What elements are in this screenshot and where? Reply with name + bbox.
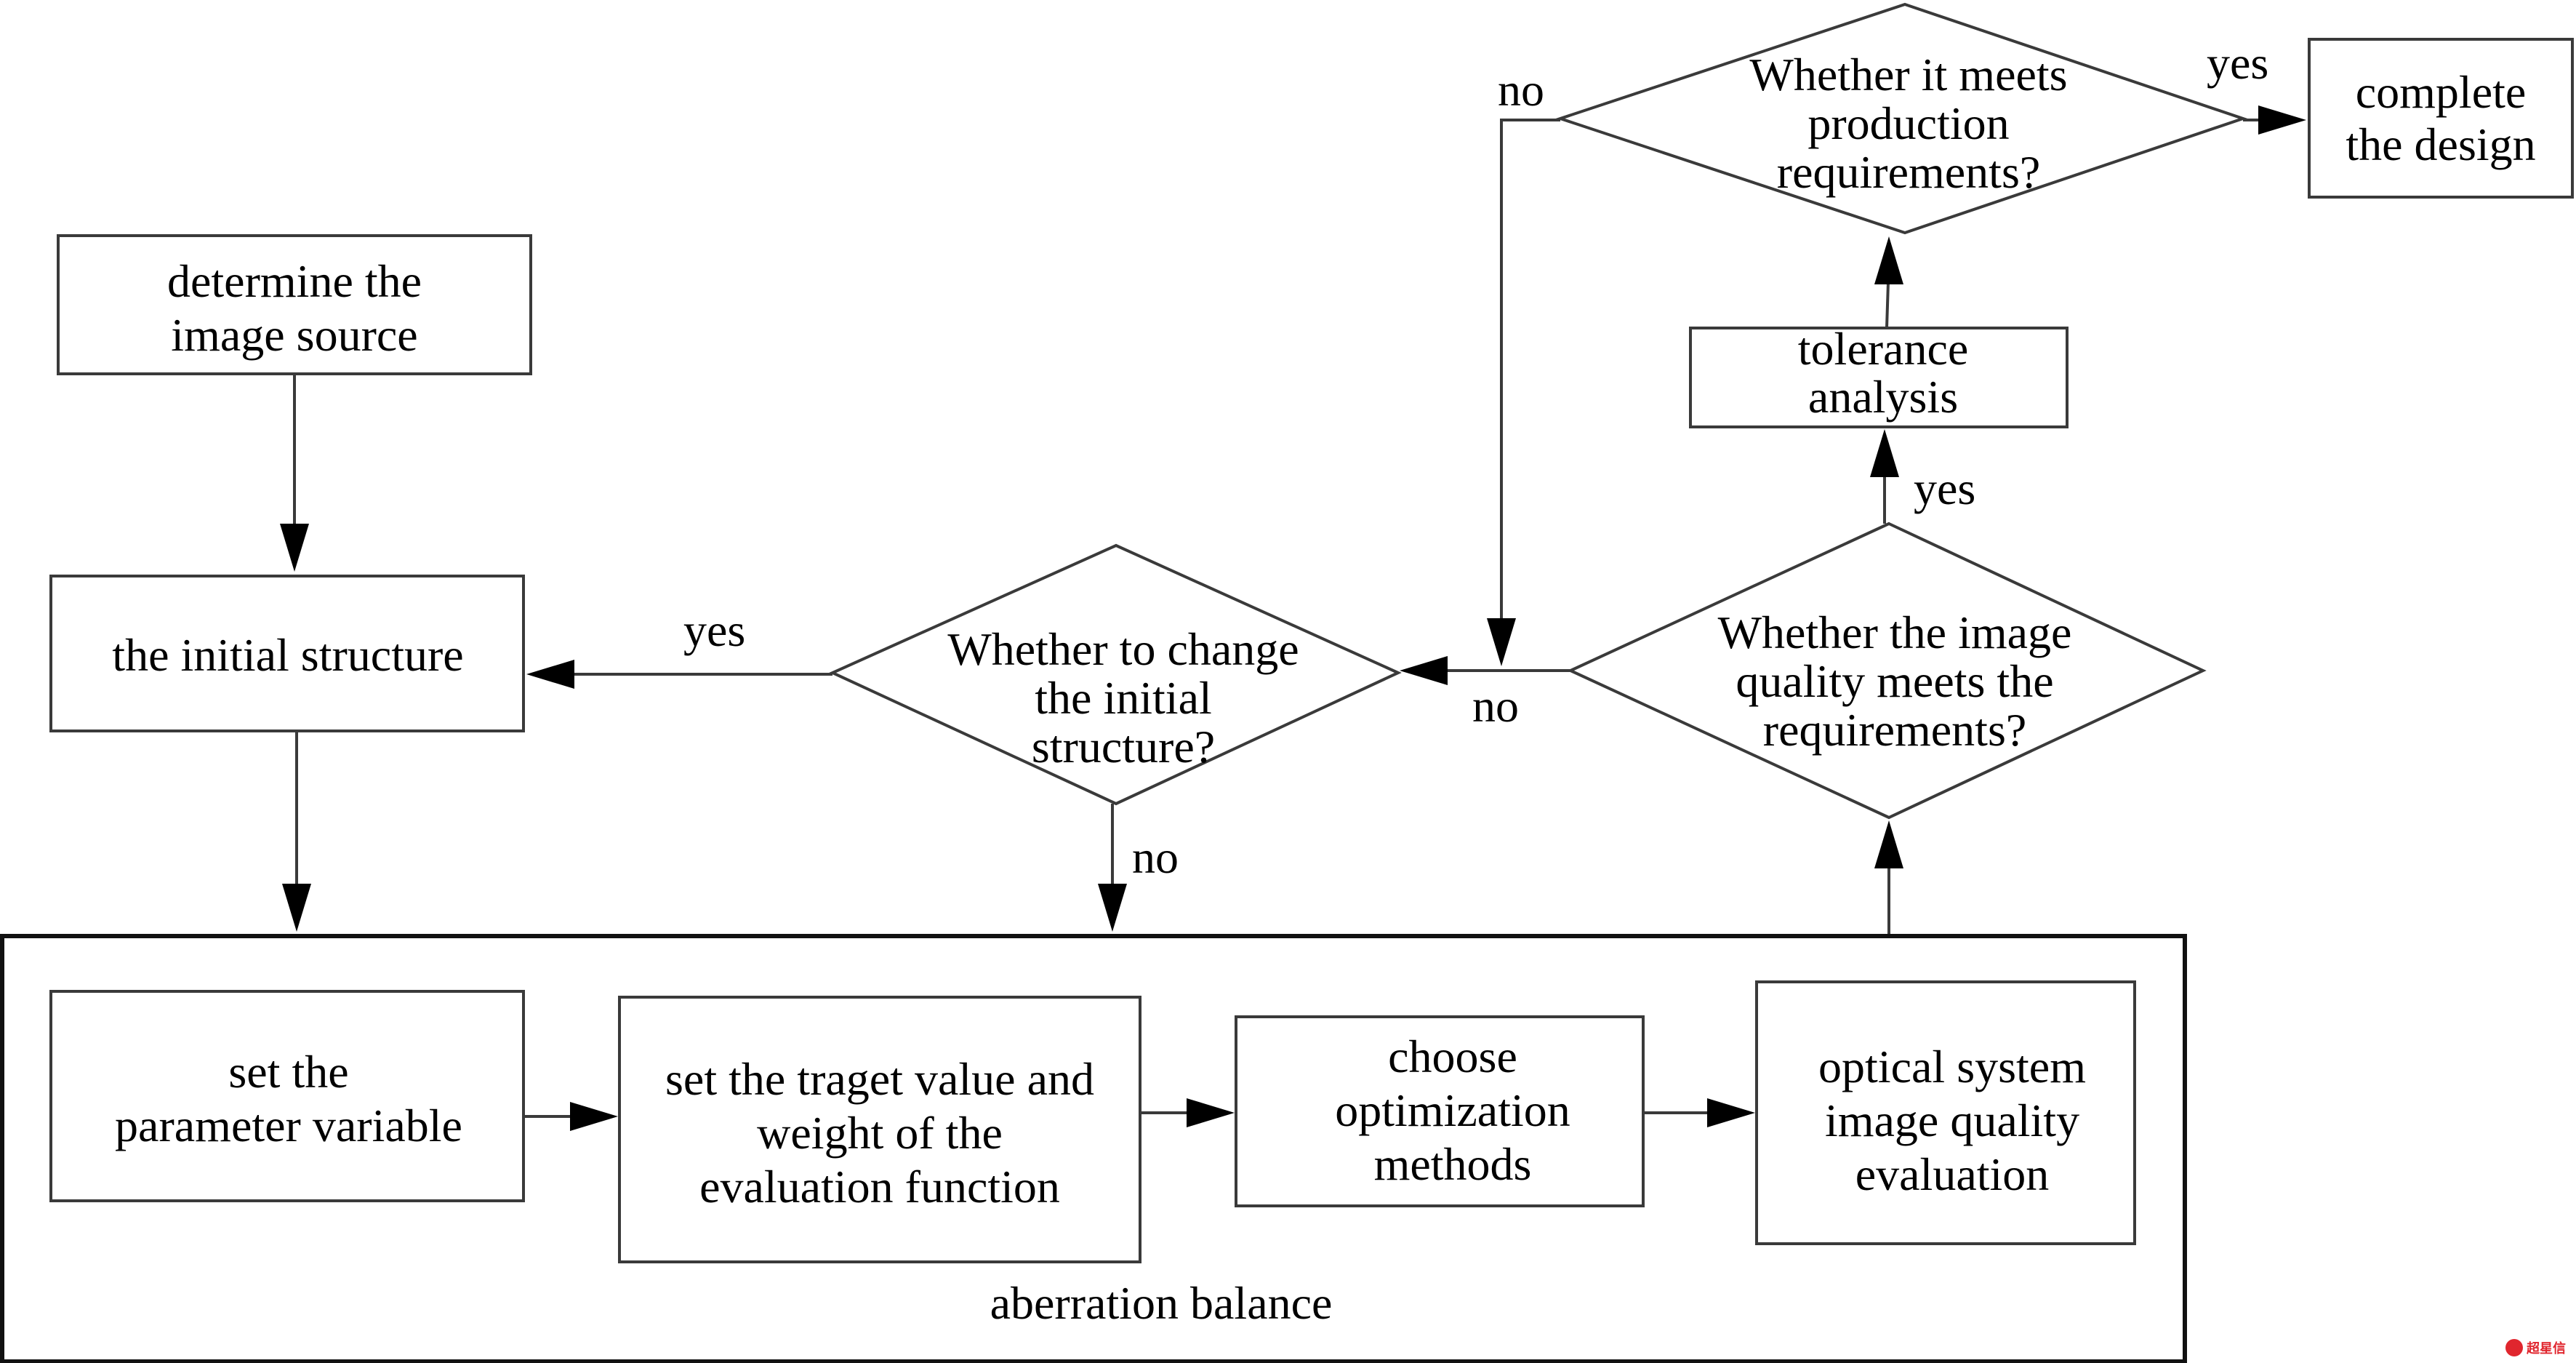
edge-tolerance-to-production [1874,236,1903,329]
evaluation-line-3: evaluation [1855,1148,2050,1200]
change-structure-line-2: the initial [1035,672,1212,724]
edge-group-to-image-quality [1874,820,1903,934]
change-structure-line-3: structure? [1032,721,1215,772]
image-source-line-2: image source [171,309,417,361]
change-structure-line-1: Whether to change [947,623,1299,675]
edge-change-no-to-group [1098,804,1127,932]
image-quality-line-1: Whether the image [1718,607,2072,658]
production-no-label: no [1498,64,1544,116]
initial-structure-line-1: the initial structure [112,629,463,681]
watermark-logo: 超星信 [2505,1339,2566,1356]
tolerance-line-2: analysis [1808,371,1958,423]
set-target-line-1: set the traget value and [665,1053,1094,1105]
edge-target-to-choose [1140,1098,1235,1127]
image-quality-line-2: quality meets the [1736,655,2053,707]
edge-initial-to-group [282,731,311,932]
quality-yes-label: yes [1914,463,1975,514]
production-line-2: production [1807,97,2009,149]
edge-production-no-loop [1487,119,1560,666]
set-target-line-2: weight of the [757,1107,1003,1159]
edge-image-quality-yes-to-tolerance [1870,429,1899,524]
edge-choose-to-evaluation [1643,1098,1755,1127]
edge-image-quality-no-to-change [1400,656,1570,685]
evaluation-line-2: image quality [1825,1095,2079,1146]
choose-line-1: choose [1388,1031,1517,1082]
edge-change-yes-to-initial [526,660,832,689]
evaluation-line-1: optical system [1818,1041,2086,1092]
tolerance-line-1: tolerance [1798,323,1969,375]
image-quality-line-3: requirements? [1763,704,2027,756]
watermark-text: 超星信 [2527,1340,2566,1356]
production-yes-label: yes [2207,37,2268,89]
watermark-mark-icon [2505,1339,2523,1356]
change-no-label: no [1132,831,1179,883]
production-line-1: Whether it meets [1749,49,2067,100]
change-yes-label: yes [683,604,745,656]
aberration-balance-frame [0,934,2187,1363]
edge-image-source-to-initial [280,374,309,572]
quality-no-label: no [1472,680,1519,732]
choose-line-2: optimization [1335,1084,1570,1136]
set-target-line-3: evaluation function [699,1161,1060,1212]
set-parameter-line-1: set the [228,1046,348,1098]
complete-line-1: complete [2356,66,2527,118]
image-source-line-1: determine the [167,255,422,307]
choose-line-3: methods [1374,1138,1532,1190]
production-line-3: requirements? [1777,146,2041,198]
aberration-balance-label: aberration balance [990,1277,1333,1329]
svg-text:the initial structure: the initial structure [112,629,463,681]
edge-parameter-to-target [523,1102,618,1131]
complete-line-2: the design [2346,119,2535,170]
initial-structure-box: the initial structure [49,575,525,732]
set-parameter-line-2: parameter variable [115,1100,462,1151]
edge-production-yes-to-complete [2243,105,2306,135]
